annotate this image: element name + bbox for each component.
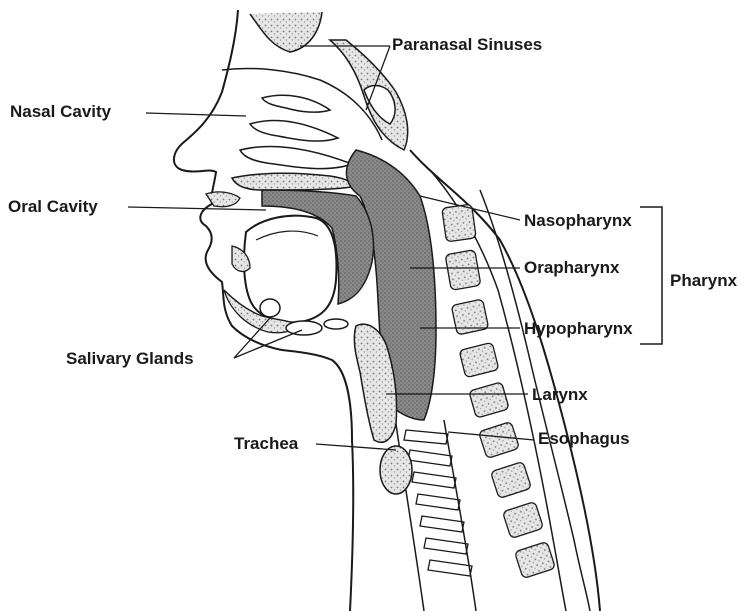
turbinate-lower	[240, 146, 352, 168]
thyroid	[380, 446, 412, 494]
hard-palate	[232, 173, 356, 190]
turbinate-middle	[250, 120, 338, 141]
salivary-gland-1	[260, 299, 280, 317]
pharynx-bracket	[640, 207, 662, 344]
label-pharynx: Pharynx	[670, 272, 737, 289]
label-salivary-glands: Salivary Glands	[66, 350, 194, 367]
label-hypopharynx: Hypopharynx	[524, 320, 633, 337]
leader-trachea	[316, 444, 396, 450]
esophagus-wall	[444, 420, 476, 611]
salivary-gland-2	[286, 321, 322, 335]
label-nasal-cavity: Nasal Cavity	[10, 103, 111, 120]
label-paranasal-sinuses: Paranasal Sinuses	[392, 36, 542, 53]
salivary-gland-3	[324, 319, 348, 329]
label-nasopharynx: Nasopharynx	[524, 212, 632, 229]
label-orapharynx: Orapharynx	[524, 259, 619, 276]
trachea-rings	[404, 430, 472, 576]
tongue	[244, 216, 336, 323]
label-esophagus: Esophagus	[538, 430, 630, 447]
label-larynx: Larynx	[532, 386, 588, 403]
leader-oral	[128, 207, 266, 210]
leader-nasal	[146, 113, 246, 116]
turbinate-upper	[262, 95, 330, 112]
label-oral-cavity: Oral Cavity	[8, 198, 98, 215]
leader-salivary-2	[234, 330, 302, 358]
label-trachea: Trachea	[234, 435, 298, 452]
